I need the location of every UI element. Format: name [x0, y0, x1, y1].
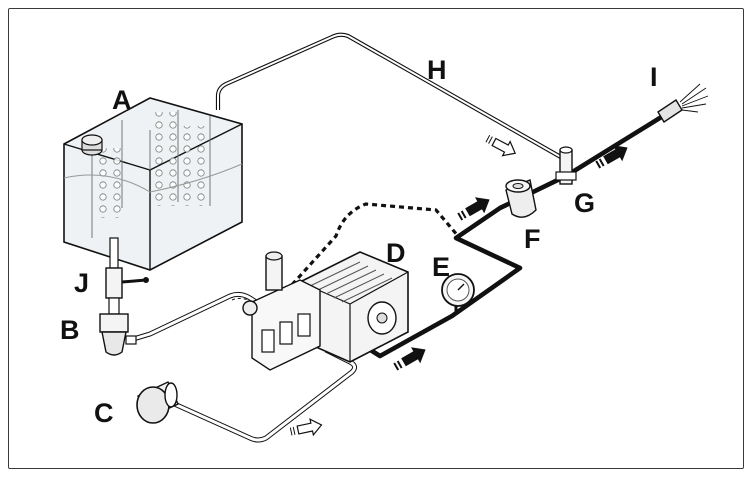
pump-d: [242, 251, 409, 371]
return-pipe-h: [215, 32, 568, 162]
label-e: E: [432, 252, 450, 282]
label-c: C: [94, 398, 114, 428]
bypass-line-dashed: [260, 202, 460, 320]
valve-g: [555, 146, 577, 185]
nozzle-i: [657, 83, 709, 123]
flow-arrow-f-icon: [457, 197, 490, 221]
loop-pipe-c: [168, 347, 358, 443]
strainer-b: [99, 313, 137, 356]
tank-cap-icon: [81, 134, 103, 156]
label-f: F: [524, 224, 541, 254]
label-j: J: [74, 268, 89, 298]
valve-j: [105, 267, 149, 315]
tank-a: [63, 97, 243, 271]
flow-arrow-g-icon: [595, 145, 628, 169]
label-g: G: [574, 188, 595, 218]
flow-arrow-loop-icon: [289, 418, 323, 437]
label-d: D: [386, 238, 406, 268]
line-filter-f: [505, 179, 537, 218]
filter-c: [136, 381, 179, 424]
label-a: A: [112, 85, 132, 115]
pressure-gauge-e: [441, 273, 475, 314]
label-h: H: [427, 55, 447, 85]
high-pressure-line: [340, 106, 678, 359]
label-b: B: [60, 315, 80, 345]
flow-arrow-h-icon: [485, 134, 517, 157]
flow-arrow-pump-out-icon: [393, 347, 426, 371]
label-i: I: [650, 62, 658, 92]
diagram-frame: [8, 8, 744, 469]
